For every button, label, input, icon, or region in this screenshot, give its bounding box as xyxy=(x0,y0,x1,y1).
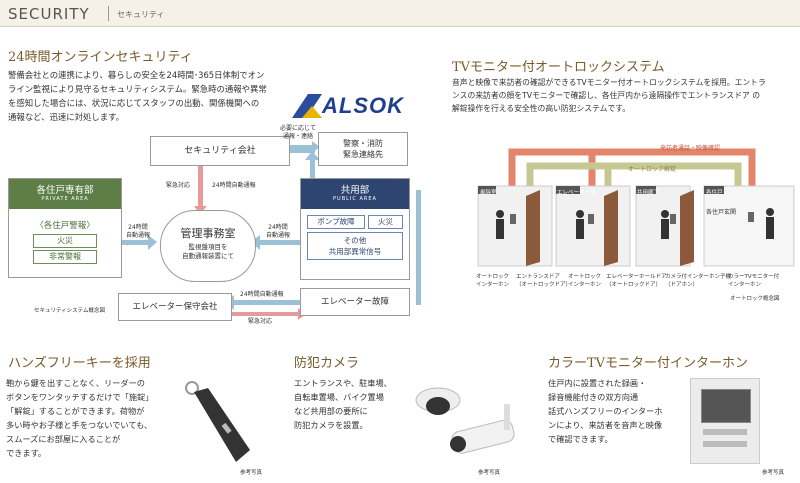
tv-autolock-title: TVモニター付オートロックシステム xyxy=(452,60,665,75)
caption-3: オートロックインターホン xyxy=(568,274,602,288)
caption-6: カラーTVモニター付インターホン xyxy=(728,274,780,288)
autolock-caption: オートロック概念図 xyxy=(730,296,780,302)
label-emergency: 緊急対応 xyxy=(166,182,191,189)
handsfree-title: ハンズフリーキーを採用 xyxy=(8,356,151,371)
management-office: 管理事務室 監視盤項目を 自動通報装置にて xyxy=(160,210,256,282)
header-bar xyxy=(0,0,800,27)
alsok-logo-mark xyxy=(292,94,322,118)
page-subtitle: セキュリティ xyxy=(117,10,165,19)
note-contact: 必要に応じて 通報・連絡 xyxy=(279,125,316,140)
security-online-title: 24時間オンラインセキュリティ xyxy=(8,50,193,65)
security-camera-photo xyxy=(412,380,530,466)
police-fire-box: 警察・消防 緊急連絡先 xyxy=(318,132,408,166)
caption-1: オートロックインターホン xyxy=(476,274,510,288)
public-area-header: 共用部 PUBLIC AREA xyxy=(301,179,409,209)
page-title: SECURITY xyxy=(8,5,90,23)
camera-title: 防犯カメラ xyxy=(294,356,360,371)
intercom-buttons-icon-2 xyxy=(703,441,747,447)
public-area-box: 共用部 PUBLIC AREA ポンプ故障 火災 その他 共用部異常信号 xyxy=(300,178,410,280)
color-tv-body: 住戸内に設置された録画・録音機能付きの双方向通話式ハンズフリーのインターホンによ… xyxy=(548,378,663,444)
handsfree-key-photo xyxy=(178,378,268,468)
label-emergency-bottom: 緊急対応 xyxy=(248,318,273,325)
visitor-call-label: 来訪者通話・映像確認 xyxy=(660,145,721,152)
room-label-3: 共用廊下 xyxy=(637,190,660,196)
security-company-box: セキュリティ会社 xyxy=(150,136,290,166)
intercom-buttons-icon xyxy=(703,429,747,435)
elevator-fault-box: エレベーター故障 xyxy=(300,288,410,316)
private-area-header: 各住戸専有部 PRIVATE AREA xyxy=(9,179,121,209)
label-auto24-left: 24時間 自動通報 xyxy=(125,224,150,239)
room-label-4: 各住戸 xyxy=(706,190,723,196)
room-label-2: エレベーター前 xyxy=(557,190,596,196)
color-tv-title: カラーTVモニター付インターホン xyxy=(548,356,749,371)
caption-2: エントランスドア（オートロックドア） xyxy=(516,274,572,288)
autolock-release-label: オートロック解錠 xyxy=(628,166,677,173)
elevator-company-box: エレベーター保守会社 xyxy=(118,293,232,321)
label-auto24-right: 24時間 自動通報 xyxy=(265,224,290,239)
label-auto-report: 24時間自動通報 xyxy=(212,182,256,189)
room-label-1: 風除室 xyxy=(480,190,497,196)
label-auto-report-bottom: 24時間自動通報 xyxy=(240,291,284,298)
camera-photo-caption: 参考写真 xyxy=(478,470,501,476)
color-tv-photo-caption: 参考写真 xyxy=(762,470,785,476)
camera-icon xyxy=(415,387,515,454)
unit-entrance-label: 各住戸玄関 xyxy=(706,209,737,216)
public-other-signal: その他 共用部異常信号 xyxy=(307,232,403,260)
private-emergency-alarm: 非常警報 xyxy=(33,250,97,264)
security-online-body: 警備会社との連携により、暮らしの安全を24時間･365日体制でオン ライン監視に… xyxy=(8,70,267,122)
private-area-box: 各住戸専有部 PRIVATE AREA 〈各住戸警報〉 火災 非常警報 xyxy=(8,178,122,278)
handsfree-photo-caption: 参考写真 xyxy=(240,470,263,476)
caption-5: カメラ付インターホン子機（ドアホン） xyxy=(665,274,732,288)
handsfree-body: 鞄から鍵を出すことなく、リーダーのボタンをワンタッチするだけで「施錠」「解錠」す… xyxy=(6,378,154,458)
caption-4: エレベーターホールドア（オートロックドア） xyxy=(606,274,667,288)
header-divider xyxy=(108,6,109,21)
alsok-logo: ALSOK xyxy=(292,92,418,120)
camera-body: エントランスや、駐車場、自転車置場、バイク置場など共用部の要所に防犯カメラを設置… xyxy=(294,378,392,430)
diagram-caption: セキュリティシステム概念図 xyxy=(34,308,106,314)
pump-fault: ポンプ故障 xyxy=(307,215,366,229)
intercom-screen-icon xyxy=(701,389,751,423)
tv-autolock-body: 音声と映像で来訪者の確認ができるTVモニター付オートロックシステムを採用。エント… xyxy=(452,78,766,113)
intercom-photo xyxy=(690,378,760,464)
key-fob-icon xyxy=(185,381,250,462)
public-fire: 火災 xyxy=(368,215,403,229)
private-fire: 火災 xyxy=(33,234,97,248)
